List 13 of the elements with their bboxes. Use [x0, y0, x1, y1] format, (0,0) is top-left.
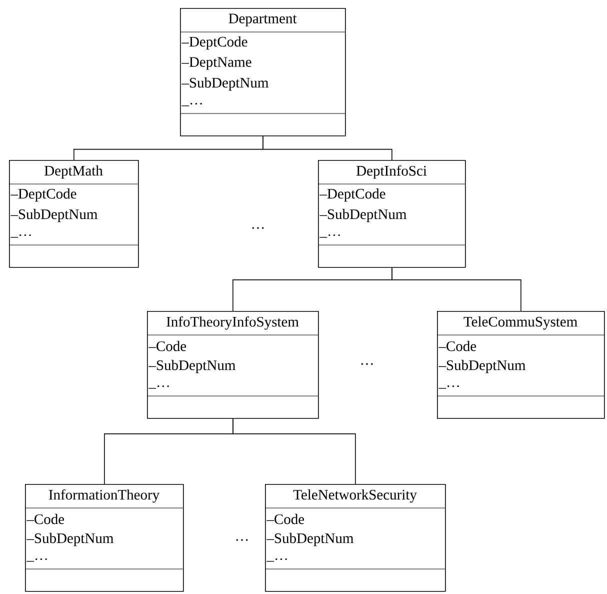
- class-box: TeleNetworkSecurity –Code –SubDeptNum _…: [264, 484, 446, 592]
- ellipsis: …: [236, 539, 248, 541]
- class-box: DeptInfoSci –DeptCode –SubDeptNum _…: [318, 160, 466, 268]
- class-box: Department –DeptCode –DeptName –SubDeptNum _…: [180, 8, 346, 136]
- connector-line: [392, 267, 522, 312]
- connector-line: [262, 136, 392, 160]
- class-box: DeptMath –DeptCode –SubDeptNum _…: [8, 160, 139, 268]
- ellipsis: …: [252, 227, 264, 229]
- ellipsis: …: [361, 363, 373, 365]
- connector-line: [232, 418, 356, 484]
- class-box: InfoTheoryInfoSystem –Code –SubDeptNum _…: [146, 311, 319, 419]
- class-box: TeleCommuSystem –Code –SubDeptNum _…: [436, 311, 605, 419]
- class-box: InformationTheory –Code –SubDeptNum _…: [24, 484, 184, 592]
